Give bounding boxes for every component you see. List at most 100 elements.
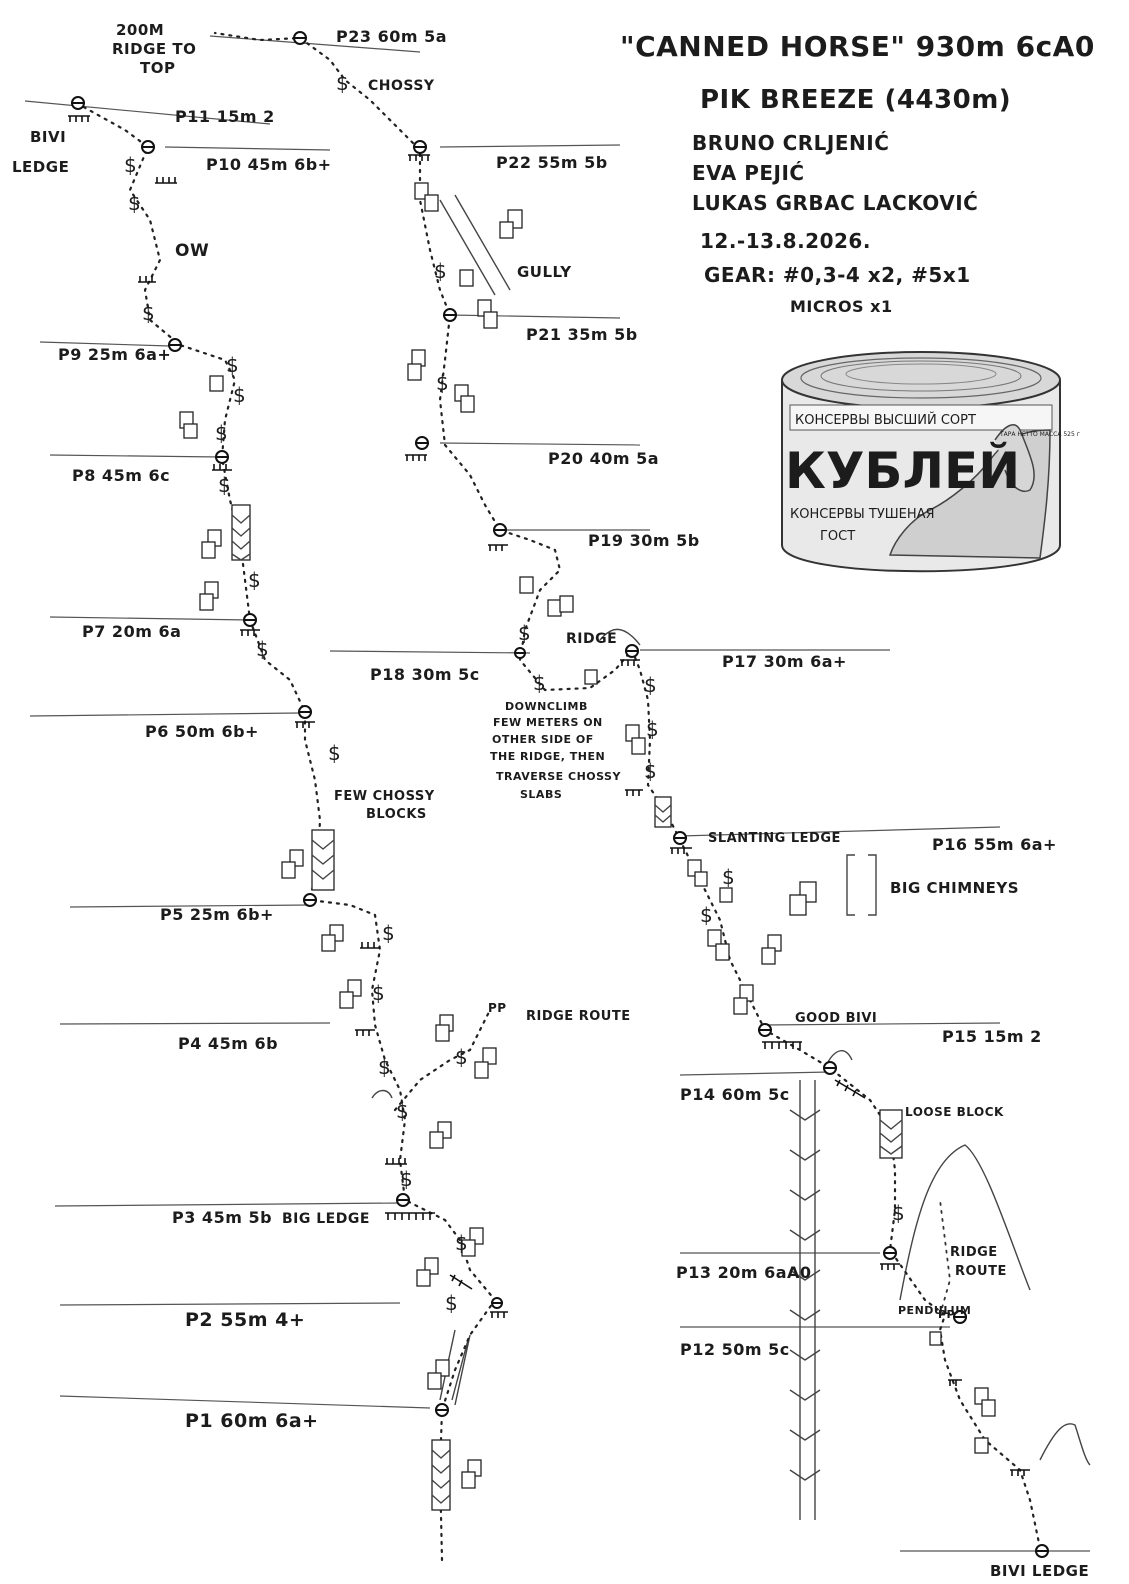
- pitch-label-p14: P14 60m 5c: [680, 1085, 790, 1104]
- can-line1: КОНСЕРВЫ ВЫСШИЙ СОРТ: [795, 412, 976, 428]
- svg-text:$: $: [455, 1231, 468, 1255]
- topo-annotations: 200M RIDGE TO TOP CHOSSY BIVI LEDGE OW G…: [12, 21, 1089, 1580]
- note-bivi-ledge-top-1: BIVI: [30, 128, 66, 146]
- svg-text:$: $: [226, 353, 239, 377]
- note-ridge-route-mid: RIDGE ROUTE: [526, 1009, 631, 1024]
- note-pp-low: PP: [938, 1308, 955, 1321]
- svg-text:$: $: [372, 981, 385, 1005]
- pitch-label-p3: P3 45m 5b: [172, 1208, 272, 1227]
- pitch-label-p15: P15 15m 2: [942, 1027, 1042, 1046]
- pitch-label-p23: P23 60m 5a: [336, 27, 447, 46]
- note-good-bivi: GOOD BIVI: [795, 1011, 877, 1026]
- rock-blocks: [179, 182, 996, 1489]
- note-downclimb-1: DOWNCLIMB: [505, 700, 588, 713]
- svg-text:$: $: [336, 71, 349, 95]
- pitch-label-p8: P8 45m 6c: [72, 466, 170, 485]
- ledge-marks: [68, 115, 1030, 1476]
- svg-text:$: $: [328, 741, 341, 765]
- note-ridge: RIDGE: [566, 631, 617, 647]
- note-ridge-route-low-1: RIDGE: [950, 1245, 998, 1260]
- svg-text:$: $: [644, 759, 657, 783]
- pitch-label-p5: P5 25m 6b+: [160, 905, 274, 924]
- peak-name: PIK BREEZE (4430m): [700, 85, 1011, 115]
- pitch-label-p16: P16 55m 6a+: [932, 835, 1057, 854]
- note-bivi-ledge-bottom: BIVI LEDGE: [990, 1562, 1089, 1580]
- climber-1: BRUNO CRLJENIĆ: [692, 131, 889, 155]
- bolt-markers: $$$ $$$ $$$ $$$ $$$ $$$ $$$ $$$ $$$ $$: [124, 71, 905, 1315]
- svg-text:$: $: [518, 621, 531, 645]
- pitch-label-p6: P6 50m 6b+: [145, 722, 259, 741]
- svg-text:$: $: [218, 473, 231, 497]
- gear-list: GEAR: #0,3-4 x2, #5x1: [704, 263, 971, 287]
- can-net-weight: ТАРА НЕТТО МАССА 525 г: [999, 431, 1080, 438]
- corner-features: [231, 504, 903, 1511]
- pitch-label-p1: P1 60m 6a+: [185, 1410, 319, 1432]
- svg-text:$: $: [124, 153, 137, 177]
- note-downclimb-4: THE RIDGE, THEN: [490, 750, 605, 763]
- note-chossy-top: CHOSSY: [368, 78, 435, 94]
- pitch-label-p17: P17 30m 6a+: [722, 652, 847, 671]
- pitch-label-p10: P10 45m 6b+: [206, 155, 332, 174]
- svg-text:$: $: [722, 865, 735, 889]
- svg-text:$: $: [215, 421, 228, 445]
- pitch-label-p22: P22 55m 5b: [496, 153, 608, 172]
- svg-text:$: $: [233, 383, 246, 407]
- note-200m: 200M: [116, 21, 164, 39]
- svg-text:$: $: [700, 903, 713, 927]
- svg-text:$: $: [892, 1201, 905, 1225]
- can-brand: КУБЛЕЙ: [785, 441, 1020, 500]
- note-few-chossy-2: BLOCKS: [366, 807, 427, 822]
- pitch-labels: P1 60m 6a+ P2 55m 4+ P3 45m 5b P4 45m 6b…: [58, 27, 1057, 1432]
- belay-anchors: [71, 31, 1049, 1558]
- svg-text:$: $: [646, 717, 659, 741]
- climb-date: 12.-13.8.2026.: [700, 229, 871, 253]
- pitch-label-p13: P13 20m 6aA0: [676, 1263, 812, 1282]
- pitch-label-p2: P2 55m 4+: [185, 1309, 305, 1331]
- pitch-label-p7: P7 20m 6a: [82, 622, 181, 641]
- note-downclimb-3: OTHER SIDE OF: [492, 733, 594, 746]
- note-downclimb-6: SLABS: [520, 788, 562, 801]
- pitch-label-p21: P21 35m 5b: [526, 325, 638, 344]
- route-title: "CANNED HORSE" 930m 6cA0: [620, 30, 1095, 63]
- pitch-label-p18: P18 30m 5c: [370, 665, 480, 684]
- climber-3: LUKAS GRBAC LACKOVIĆ: [692, 191, 978, 215]
- pitch-guide-lines: [24, 35, 1090, 1552]
- svg-text:$: $: [455, 1045, 468, 1069]
- note-ow: OW: [175, 241, 209, 261]
- pitch-label-p4: P4 45m 6b: [178, 1034, 278, 1053]
- can-line2: КОНСЕРВЫ ТУШЕНАЯ: [790, 507, 935, 522]
- note-downclimb-5: TRAVERSE CHOSSY: [496, 770, 621, 783]
- note-top: TOP: [140, 59, 175, 77]
- svg-text:$: $: [434, 259, 447, 283]
- canned-horse-can-illustration: КОНСЕРВЫ ВЫСШИЙ СОРТ КУБЛЕЙ КОНСЕРВЫ ТУШ…: [781, 351, 1080, 573]
- can-gost: ГОСТ: [820, 529, 855, 544]
- note-ridge-to: RIDGE TO: [112, 40, 196, 58]
- svg-text:$: $: [378, 1055, 391, 1079]
- svg-text:$: $: [400, 1167, 413, 1191]
- note-big-chimneys: BIG CHIMNEYS: [890, 879, 1019, 897]
- note-pp-mid: PP: [488, 1001, 507, 1015]
- svg-text:$: $: [436, 371, 449, 395]
- note-pendulum: PENDULUM: [898, 1304, 971, 1317]
- svg-text:$: $: [445, 1291, 458, 1315]
- note-downclimb-2: FEW METERS ON: [493, 716, 603, 729]
- note-few-chossy-1: FEW CHOSSY: [334, 789, 435, 804]
- note-slanting-ledge: SLANTING LEDGE: [708, 831, 841, 846]
- svg-text:$: $: [533, 671, 546, 695]
- svg-text:$: $: [396, 1099, 409, 1123]
- note-ridge-route-low-2: ROUTE: [955, 1264, 1007, 1279]
- svg-text:$: $: [644, 673, 657, 697]
- note-loose-block: LOOSE BLOCK: [905, 1105, 1004, 1119]
- svg-text:$: $: [248, 568, 261, 592]
- pitch-label-p11: P11 15m 2: [175, 107, 275, 126]
- svg-text:$: $: [256, 637, 269, 661]
- pitch-label-p12: P12 50m 5c: [680, 1340, 790, 1359]
- svg-text:$: $: [128, 191, 141, 215]
- note-gully: GULLY: [517, 263, 572, 281]
- gear-extra: MICROS x1: [790, 297, 893, 316]
- pitch-label-p9: P9 25m 6a+: [58, 345, 171, 364]
- note-big-ledge: BIG LEDGE: [282, 1211, 370, 1227]
- svg-text:$: $: [142, 301, 155, 325]
- note-bivi-ledge-top-2: LEDGE: [12, 158, 69, 176]
